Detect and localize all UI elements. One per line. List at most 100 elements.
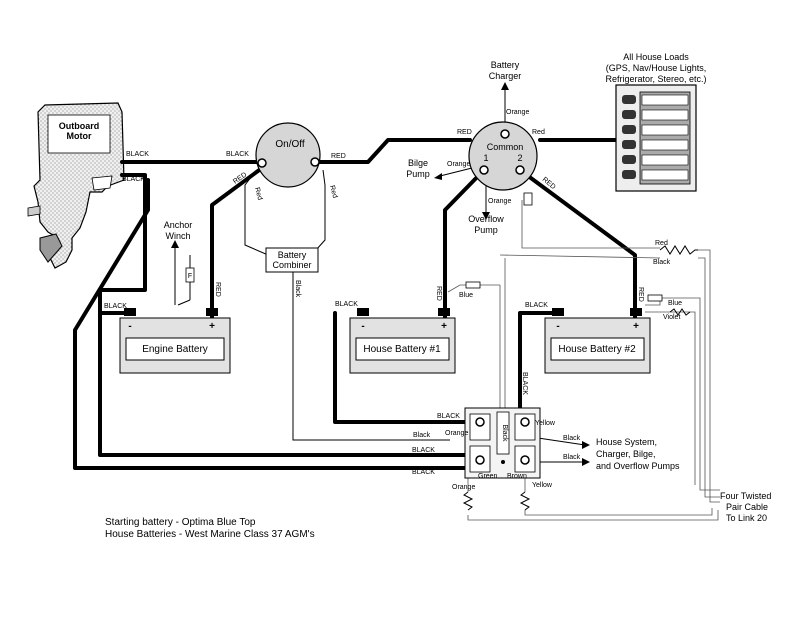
wire-label-black-1: BLACK (126, 151, 149, 158)
wire-sense-right-2 (698, 257, 720, 498)
house-battery-1-minus: - (361, 321, 364, 332)
house-battery-2-minus: - (556, 321, 559, 332)
wire-label-yellow-2: Yellow (532, 482, 553, 489)
cable-note-2: Pair Cable (726, 502, 768, 512)
heavy-wires (73, 138, 637, 470)
resistor-4 (519, 491, 531, 511)
wire-label-red-vert-2: RED (435, 286, 442, 301)
combiner-label-2: Combiner (272, 260, 311, 270)
house-battery-2: - + House Battery #2 (544, 308, 651, 374)
bus-note-1: House System, (596, 437, 657, 447)
wire-bottom-2 (524, 508, 713, 516)
winch-label-2: Winch (165, 231, 190, 241)
footnote-2: House Batteries - West Marine Class 37 A… (105, 529, 315, 540)
wire-bus-house-1 (537, 437, 586, 446)
cable-note-3: To Link 20 (726, 513, 767, 523)
wire-label-orange-3: Orange (488, 198, 511, 205)
wire-label-black-11: Black (563, 435, 581, 442)
wire-label-black-4: BLACK (104, 303, 127, 310)
wire-label-blue-1: Blue (459, 292, 473, 299)
bus-note-3: and Overflow Pumps (596, 461, 680, 471)
wire-label-black-2: BLACK (226, 151, 249, 158)
house-battery-2-plus: + (633, 321, 639, 332)
house-loads-label-1: All House Loads (623, 52, 689, 62)
switch-common-pos1: 1 (483, 153, 488, 163)
house-loads-label-2: (GPS, Nav/House Lights, (606, 63, 707, 73)
engine-battery-plus: + (209, 321, 215, 332)
wire-combiner-ground (292, 272, 450, 441)
combiner-label-1: Battery (278, 250, 307, 260)
house-loads-panel: All House Loads (GPS, Nav/House Lights, … (605, 52, 707, 192)
footnote-1: Starting battery - Optima Blue Top (105, 517, 256, 528)
wire-label-black-vert-2: BLACK (521, 372, 528, 395)
wire-label-red-vert-3: RED (637, 287, 644, 302)
engine-battery-label: Engine Battery (142, 344, 208, 355)
wire-house2-neg (518, 311, 555, 424)
wire-house1-neg (333, 311, 472, 424)
resistor-2 (669, 308, 691, 316)
wire-winch-3 (177, 299, 191, 306)
winch-label-1: Anchor (164, 220, 193, 230)
outboard-motor: Outboard Motor (27, 102, 125, 269)
resistor-1 (659, 245, 698, 255)
switch-common-label: Common (487, 142, 524, 152)
wire-engine-bus (98, 311, 477, 457)
wire-common-house2 (518, 168, 637, 320)
overflow-label-1: Overflow (468, 214, 504, 224)
wire-label-yellow-1: Yellow (535, 420, 556, 427)
house-loads-label-3: Refrigerator, Stereo, etc.) (605, 74, 706, 84)
wire-sense-house2-a (645, 297, 720, 491)
wire-label-black-7: BLACK (437, 413, 460, 420)
wire-label-black-3: BLACK (122, 176, 145, 183)
wire-label-black-9: BLACK (412, 447, 435, 454)
wire-sense-house1 (447, 284, 500, 293)
bilge-label-2: Pump (406, 169, 430, 179)
wire-sense-red (521, 200, 660, 249)
thin-wires: F (171, 82, 720, 521)
wire-label-orange-2: Orange (447, 161, 470, 168)
engine-battery: - + Engine Battery (119, 308, 231, 374)
breaker-rows (622, 94, 689, 181)
wire-onoff-common (316, 138, 472, 164)
wire-label-orange-5: Orange (452, 484, 475, 491)
wire-label-brown: Brown (507, 473, 527, 480)
wire-color-labels: BLACK BLACK BLACK RED RED Red RED Red Re… (104, 109, 682, 491)
wire-bottom-1 (467, 510, 719, 521)
wire-label-black-vert-1: Black (294, 280, 301, 298)
wire-label-red-6: Red (328, 185, 338, 199)
wire-outboard-bus (73, 178, 477, 470)
wire-label-black-8: Black (413, 432, 431, 439)
overflow-label-2: Pump (474, 225, 498, 235)
bilge-label-1: Bilge (408, 158, 428, 168)
wire-onoff-engine (210, 166, 264, 320)
wire-label-red-vert-1: RED (214, 282, 221, 297)
switch-common: Common 1 2 (468, 121, 538, 191)
switch-on-off-label: On/Off (275, 139, 304, 150)
wire-label-orange-4: Orange (445, 430, 468, 437)
charger-label-2: Charger (489, 71, 522, 81)
wire-sense-right-1 (698, 249, 720, 503)
wire-label-black-6: BLACK (525, 302, 548, 309)
battery-combiner: Battery Combiner (265, 247, 319, 273)
wire-label-red-2: RED (457, 129, 472, 136)
outboard-label-2: Motor (67, 131, 92, 141)
wire-outboard-engine-neg (98, 173, 147, 315)
wire-combiner-a (244, 171, 269, 256)
wire-label-black-10: BLACK (412, 469, 435, 476)
wire-label-black-12: Black (563, 454, 581, 461)
wire-sense-black (499, 254, 661, 259)
house-battery-1-label: House Battery #1 (363, 344, 441, 355)
wire-label-red-3: Red (532, 129, 545, 136)
wire-label-green: Green (478, 473, 498, 480)
bus-vertical-label: Black (501, 424, 508, 442)
house-battery-2-label: House Battery #2 (558, 344, 636, 355)
wire-label-black-5: BLACK (335, 301, 358, 308)
switch-common-pos2: 2 (517, 153, 522, 163)
negative-bus: Black (464, 407, 541, 479)
resistor-3 (462, 491, 474, 511)
fuse-f-1: F (188, 273, 192, 280)
cable-note-1: Four Twisted (720, 491, 771, 501)
component-labels: Battery Charger Bilge Pump Overflow Pump… (105, 60, 771, 540)
wire-combiner-b (315, 169, 326, 251)
